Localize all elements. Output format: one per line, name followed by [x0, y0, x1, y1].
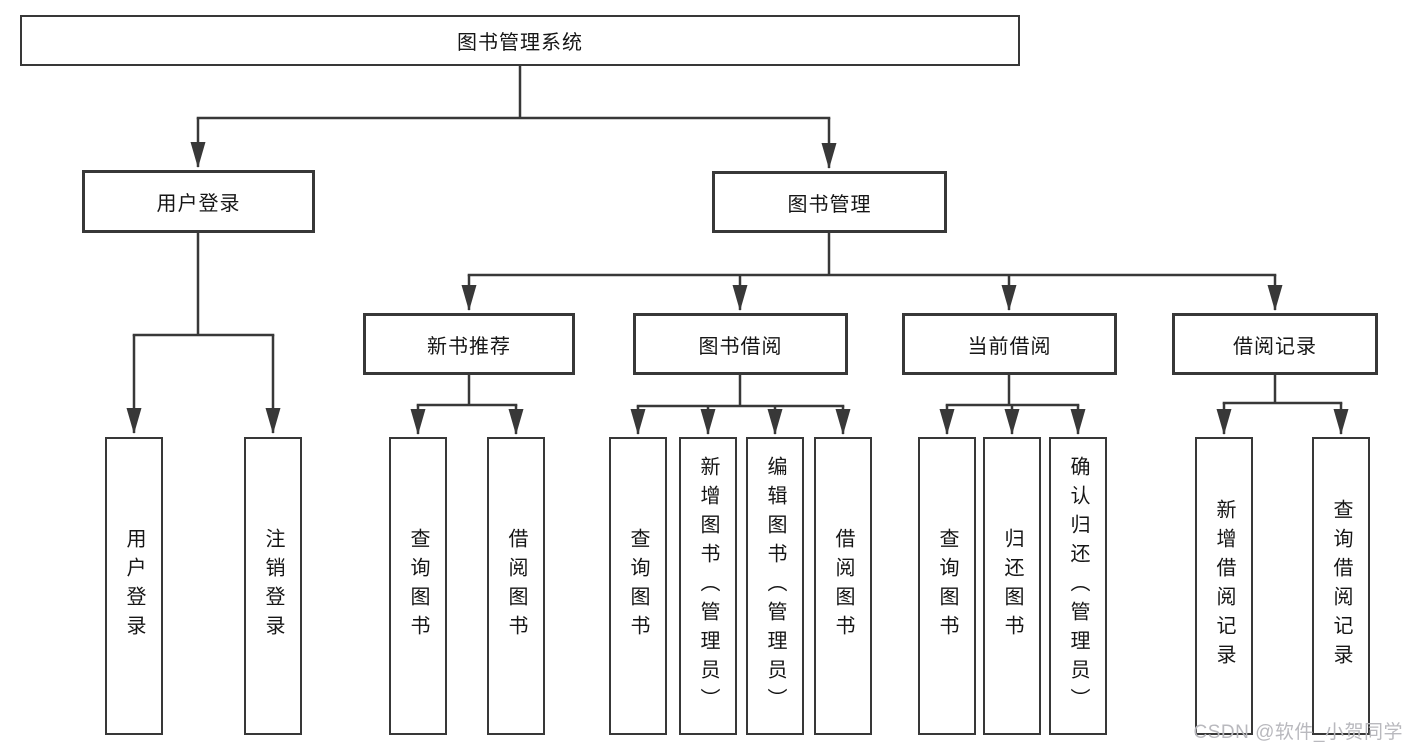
leaf-borrowing-borrow-books: 借阅图书: [814, 437, 872, 735]
node-borrow-records: 借阅记录: [1172, 313, 1378, 375]
connector-borrow-records-children: [1216, 375, 1349, 435]
leaf-current-return-books: 归还图书: [983, 437, 1041, 735]
leaf-current-query-books: 查询图书: [918, 437, 976, 735]
node-book-management: 图书管理: [712, 171, 947, 233]
node-library-system: 图书管理系统: [20, 15, 1020, 66]
leaf-borrowing-edit-books-admin: 编辑图书（管理员）: [746, 437, 804, 735]
connector-user-login-children: [126, 233, 281, 434]
connector-root-to-branches: [190, 66, 837, 169]
connector-book-borrowing-children: [630, 375, 851, 435]
leaf-newrec-borrow-books: 借阅图书: [487, 437, 545, 735]
leaf-logout: 注销登录: [244, 437, 302, 735]
leaf-borrowing-add-books-admin: 新增图书（管理员）: [679, 437, 737, 735]
node-new-book-recommend: 新书推荐: [363, 313, 575, 375]
connector-book-management-children: [461, 233, 1283, 311]
leaf-borrowing-query-books: 查询图书: [609, 437, 667, 735]
node-current-borrowing: 当前借阅: [902, 313, 1117, 375]
watermark: CSDN @软件_小贺同学: [1193, 722, 1403, 743]
leaf-records-add-record: 新增借阅记录: [1195, 437, 1253, 735]
node-book-borrowing: 图书借阅: [633, 313, 848, 375]
connector-current-borrowing-children: [939, 375, 1086, 435]
node-user-login: 用户登录: [82, 170, 315, 233]
leaf-newrec-query-books: 查询图书: [389, 437, 447, 735]
leaf-records-query-record: 查询借阅记录: [1312, 437, 1370, 735]
leaf-user-login: 用户登录: [105, 437, 163, 735]
leaf-current-confirm-return-admin: 确认归还（管理员）: [1049, 437, 1107, 735]
connector-new-book-recommend-children: [410, 375, 524, 435]
